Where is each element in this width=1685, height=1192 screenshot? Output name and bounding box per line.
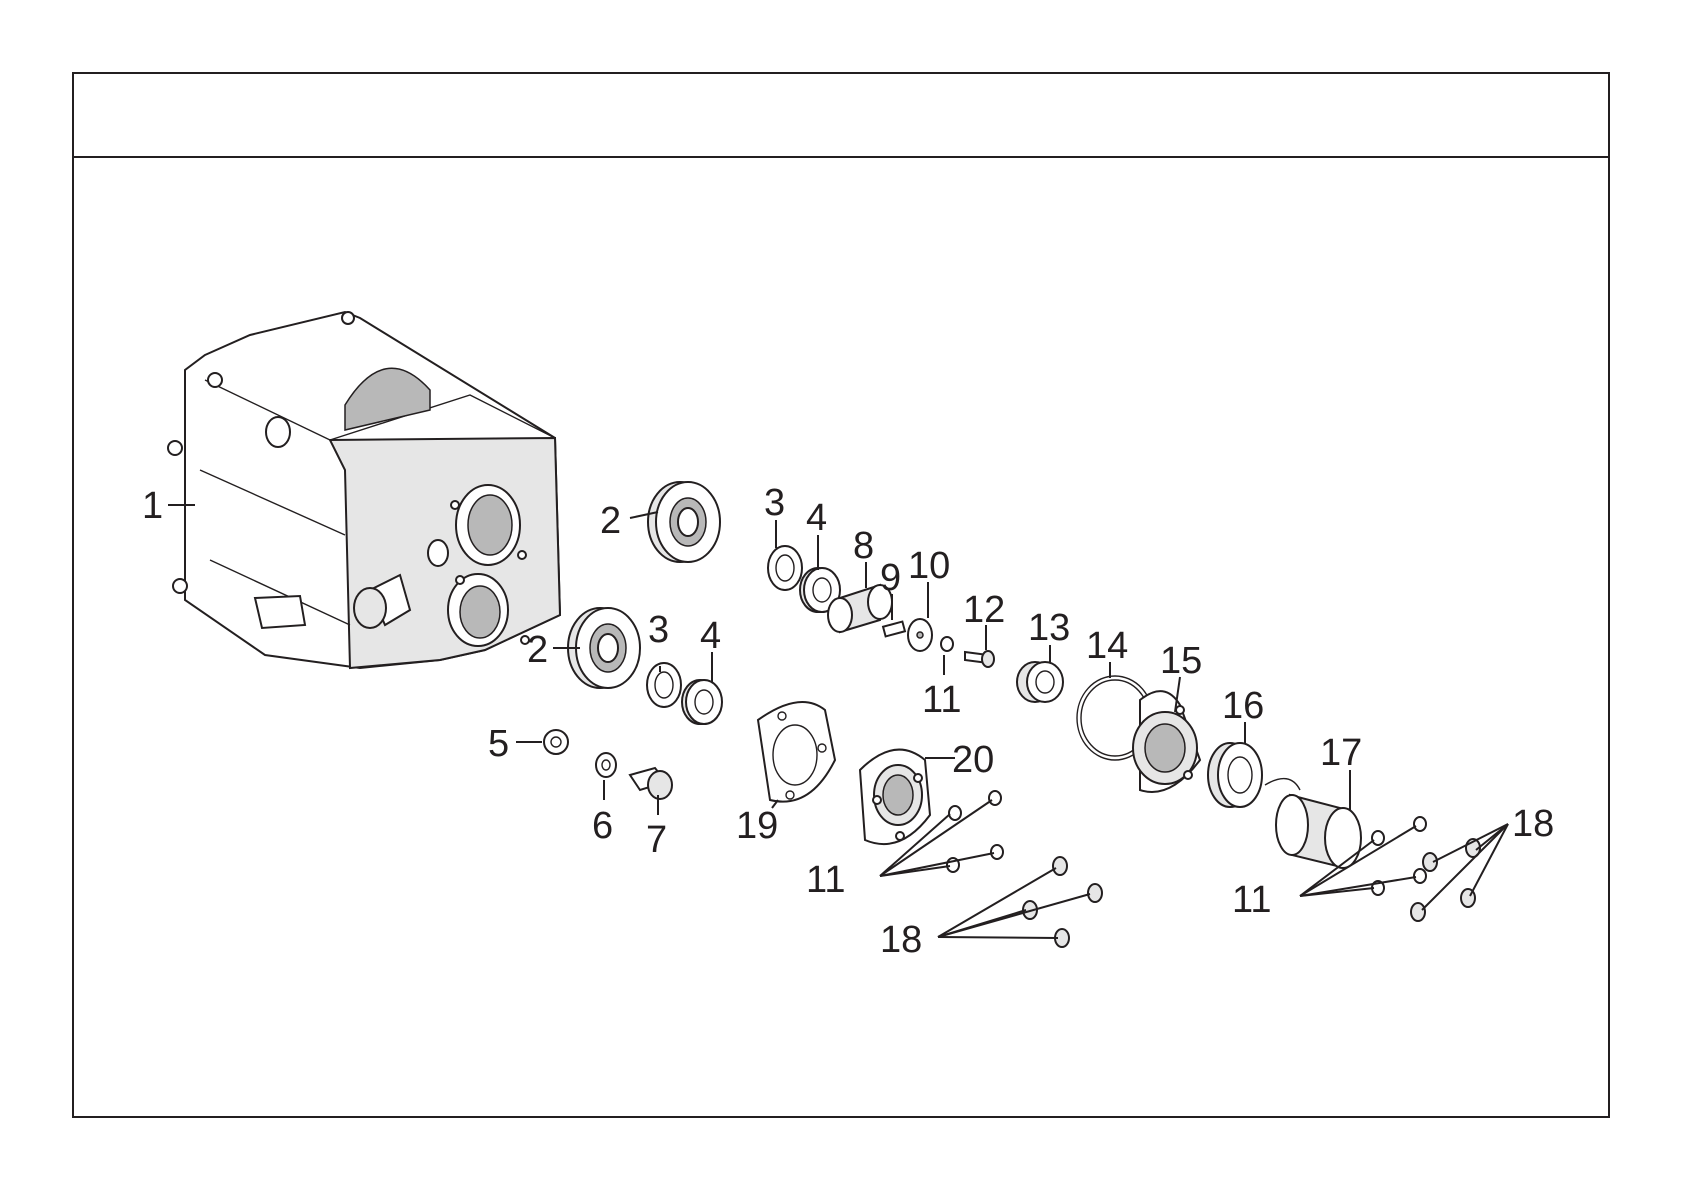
part-20-bearing-cover: [860, 750, 930, 845]
callout-18-left-group: 18: [880, 919, 922, 961]
part-17-sleeve-housing: [1265, 779, 1361, 868]
callout-1: 1: [142, 485, 163, 527]
callout-11-left-group: 11: [806, 859, 845, 901]
part-2-bearing-upper: [648, 482, 720, 562]
callout-11-right-group: 11: [1232, 879, 1271, 921]
callout-6: 6: [592, 805, 613, 847]
callout-4-upper: 4: [806, 497, 827, 539]
callout-9: 9: [880, 557, 901, 599]
part-6-washer: [596, 753, 616, 777]
callout-3-upper: 3: [764, 482, 785, 524]
callout-5: 5: [488, 723, 509, 765]
callout-7: 7: [646, 819, 667, 861]
callout-4-lower: 4: [700, 615, 721, 657]
part-12-bolt: [965, 651, 994, 667]
callout-12: 12: [963, 589, 1005, 631]
callout-18-right-group: 18: [1512, 803, 1554, 845]
part-13-bushing: [1017, 662, 1063, 702]
callout-2-upper: 2: [600, 500, 621, 542]
callout-3-lower: 3: [648, 609, 669, 651]
callout-10: 10: [908, 545, 950, 587]
callout-8: 8: [853, 525, 874, 567]
callout-11-center: 11: [922, 679, 961, 721]
part-11-washer-small: [941, 637, 953, 651]
callout-16: 16: [1222, 685, 1264, 727]
part-5-washer: [544, 730, 568, 754]
part-1-gearbox-housing: [168, 312, 560, 668]
callout-20: 20: [952, 739, 994, 781]
part-16-oil-seal: [1208, 743, 1262, 807]
part-19-gasket: [758, 702, 835, 802]
part-3-lock-washer-upper: [768, 546, 802, 590]
part-15-flange: [1133, 691, 1200, 792]
part-3-lock-washer-lower: [647, 663, 681, 707]
part-7-bolt: [630, 768, 672, 799]
callout-17: 17: [1320, 732, 1362, 774]
part-4-nut-lower: [682, 680, 722, 724]
part-10-washer: [908, 619, 932, 651]
callout-14: 14: [1086, 625, 1128, 667]
callout-13: 13: [1028, 607, 1070, 649]
callout-15: 15: [1160, 640, 1202, 682]
callout-2-lower: 2: [527, 629, 548, 671]
callout-19: 19: [736, 805, 778, 847]
part-9-key: [883, 622, 905, 637]
